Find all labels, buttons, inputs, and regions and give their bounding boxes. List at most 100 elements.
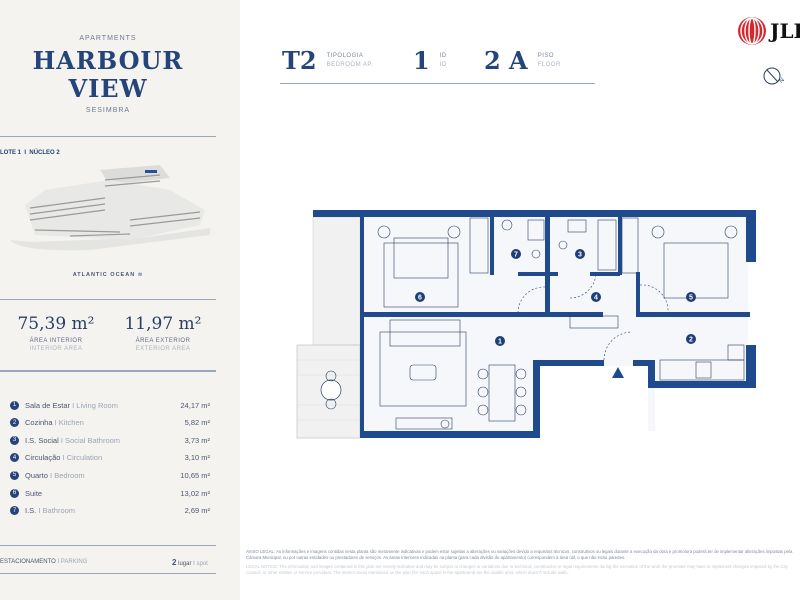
parking-label: ESTACIONAMENTO I PARKING <box>0 559 87 565</box>
room-list-item: 5 Quarto I Bedroom 10,65 m² <box>10 468 210 482</box>
brand-title-1: HARBOUR <box>32 46 184 75</box>
room-marker <box>511 249 521 259</box>
divider <box>0 573 216 574</box>
room-area: 13,02 m² <box>180 488 210 498</box>
jll-logo-text: JLL <box>770 19 800 43</box>
room-list-item: 6 Suite 13,02 m² <box>10 486 210 500</box>
room-number-badge: 2 <box>10 418 19 428</box>
divider <box>0 370 216 372</box>
legal-text-en: LEGAL NOTICE: The information and images… <box>246 564 788 575</box>
room-marker-label: 4 <box>594 295 598 302</box>
room-name-en: I Kitchen <box>54 418 84 428</box>
interior-area: 75,39 m² ÁREA INTERIOR INTERIOR AREA <box>1 314 111 352</box>
brand-subtitle: APARTMENTS <box>79 35 137 42</box>
compass: N <box>762 66 792 95</box>
room-list-item: 7 I.S. I Bathroom 2,69 m² <box>10 504 210 518</box>
interior-area-value: 75,39 m² <box>17 314 95 334</box>
typology-label-en: BEDROOM AP. <box>326 61 374 68</box>
balcony <box>296 216 361 439</box>
room-name-en: I Social Bathroom <box>60 435 121 445</box>
id-label: ID <box>439 52 447 59</box>
parking-number: 2 <box>172 558 177 567</box>
room-number-badge: 4 <box>10 453 19 463</box>
id-value: 1 <box>413 46 430 75</box>
room-marker <box>686 292 696 302</box>
legal-text-pt: AVISO LEGAL: As informações e imagens co… <box>246 549 793 560</box>
ocean-text: ATLANTIC OCEAN <box>72 272 136 278</box>
room-list-item: 1 Sala de Estar I Living Room 24,17 m² <box>10 398 210 412</box>
room-marker-label: 6 <box>418 295 422 302</box>
typology-value: T2 <box>282 46 317 75</box>
room-name: I.S. Social <box>25 435 59 445</box>
sep: I <box>24 150 27 156</box>
room-marker <box>415 292 425 302</box>
room-marker <box>495 336 505 346</box>
room-name: Circulação <box>25 453 61 463</box>
room-number-badge: 6 <box>10 488 19 498</box>
divider <box>0 545 216 546</box>
room-number-badge: 5 <box>10 470 19 480</box>
room-area: 24,17 m² <box>180 400 210 410</box>
header-divider <box>280 83 595 84</box>
typology: T2 TIPOLOGIA BEDROOM AP. <box>282 46 373 75</box>
room-area: 2,69 m² <box>184 506 210 516</box>
room-marker <box>591 292 601 302</box>
jll-logo-mark <box>738 17 766 45</box>
waves-icon: ≋ <box>137 272 144 278</box>
room-list-item: 4 Circulação I Circulation 3,10 m² <box>10 451 210 465</box>
jll-logo: JLL <box>737 16 800 46</box>
room-name: Suite <box>25 488 43 498</box>
floor-label-en: FLOOR <box>537 61 561 68</box>
exterior-area-label: ÁREA EXTERIOR <box>135 338 191 344</box>
typology-label: TIPOLOGIA <box>326 52 364 59</box>
room-area: 5,82 m² <box>184 418 210 428</box>
walls <box>313 210 756 438</box>
room-marker-label: 2 <box>689 337 693 344</box>
parking-count: 2 lugar I spot <box>172 558 208 567</box>
room-marker <box>686 334 696 344</box>
room-area: 3,10 m² <box>184 453 210 463</box>
divider <box>0 299 216 300</box>
legal-notice: AVISO LEGAL: As informações e imagens co… <box>246 549 796 576</box>
nucleo: NÚCLEO 2 <box>29 150 60 156</box>
room-name: Sala de Estar <box>25 400 71 410</box>
room-area: 10,65 m² <box>180 470 210 480</box>
room-marker-label: 7 <box>514 252 518 259</box>
room-marker <box>575 249 585 259</box>
room-marker-label: 1 <box>498 339 502 346</box>
building-label: LOTE 1 I NÚCLEO 2 <box>0 150 60 156</box>
room-marker-label: 5 <box>689 295 693 302</box>
room-name: I.S. <box>25 506 37 516</box>
interior-area-label: ÁREA INTERIOR <box>29 338 83 344</box>
entrance-arrow-icon <box>612 367 624 378</box>
lote: LOTE 1 <box>0 150 22 156</box>
room-name-en: I Bathroom <box>38 506 76 516</box>
room-number-badge: 3 <box>10 435 19 445</box>
room-marker-label: 3 <box>578 252 582 259</box>
id-label-en: ID <box>439 61 447 68</box>
room-number-badge: 1 <box>10 400 19 410</box>
room-name-en: I Living Room <box>72 400 118 410</box>
parking-pt: ESTACIONAMENTO <box>0 559 56 565</box>
brand-location: SESIMBRA <box>85 107 131 114</box>
exterior-area-value: 11,97 m² <box>124 314 202 334</box>
brand-title-2: VIEW <box>68 74 148 103</box>
room-name-en: I Bedroom <box>50 470 85 480</box>
parking-unit-en: I spot <box>193 561 208 567</box>
furniture <box>377 217 745 430</box>
room-name-en: I Circulation <box>62 453 103 463</box>
room-name: Quarto <box>25 470 48 480</box>
room-area: 3,73 m² <box>184 435 210 445</box>
room-list-item: 3 I.S. Social I Social Bathroom 3,73 m² <box>10 433 210 447</box>
exterior-area-label-en: EXTERIOR AREA <box>135 346 191 352</box>
parking-unit: lugar <box>178 561 192 567</box>
room-number-badge: 7 <box>10 506 19 516</box>
parking-en: I PARKING <box>57 559 88 565</box>
divider <box>0 136 216 137</box>
north-arrow-icon <box>763 67 781 85</box>
exterior-area: 11,97 m² ÁREA EXTERIOR EXTERIOR AREA <box>108 314 218 352</box>
info-panel: APARTMENTS HARBOUR VIEW SESIMBRA LOTE 1 … <box>0 0 240 600</box>
